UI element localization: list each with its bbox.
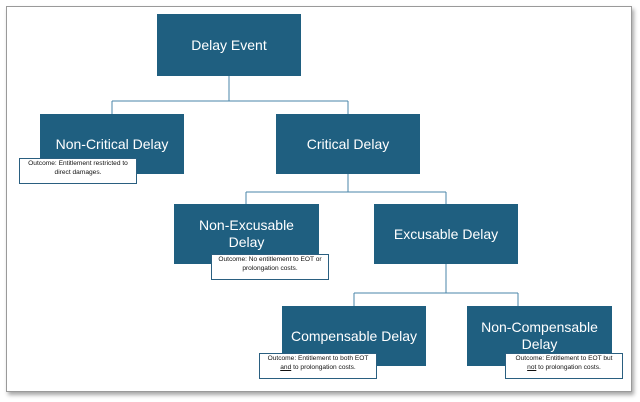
note-non-critical-outcome: Outcome: Entitlement restricted to direc… <box>19 158 137 184</box>
node-label: Critical Delay <box>306 135 390 152</box>
note-non-compensable-outcome: Outcome: Entitlement to EOT but not to p… <box>505 353 623 379</box>
note-emphasis: and <box>280 363 292 371</box>
note-non-excusable-outcome: Outcome: No entitlement to EOT or prolon… <box>211 254 329 280</box>
note-line: not to prolongation costs. <box>509 364 619 373</box>
note-line: Outcome: No entitlement to EOT or <box>218 256 322 263</box>
connector-root <box>111 76 349 114</box>
note-line: Outcome: Entitlement to EOT but <box>515 355 613 362</box>
node-label: Non-Compensable Delay <box>481 319 598 352</box>
note-compensable-outcome: Outcome: Entitlement to both EOT and to … <box>259 353 377 379</box>
note-text: to prolongation costs. <box>536 363 601 371</box>
note-emphasis: not <box>527 363 537 371</box>
note-text: to prolongation costs. <box>291 363 356 371</box>
connector-critical <box>245 174 447 204</box>
node-label: Compensable Delay <box>290 327 418 344</box>
node-label: Non-Excusable Delay <box>199 217 294 250</box>
note-line: Outcome: Entitlement to both EOT <box>267 355 369 362</box>
node-excusable-delay: Excusable Delay <box>374 204 518 264</box>
note-line: and to prolongation costs. <box>263 364 373 373</box>
connector-excusable <box>353 264 519 306</box>
note-line: Outcome: Entitlement restricted to <box>28 160 128 167</box>
note-line: direct damages. <box>54 168 102 176</box>
node-critical-delay: Critical Delay <box>276 114 420 174</box>
note-line: prolongation costs. <box>242 264 298 272</box>
node-label: Excusable Delay <box>393 225 499 242</box>
node-label: Non-Critical Delay <box>55 135 169 152</box>
node-delay-event: Delay Event <box>157 14 301 76</box>
node-label: Delay Event <box>191 36 267 53</box>
